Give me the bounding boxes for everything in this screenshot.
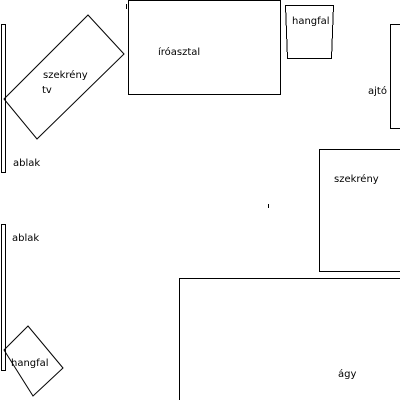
- wardrobe-right-outline: [319, 149, 400, 272]
- bed-label: ágy: [338, 368, 356, 380]
- window-bottom-outline: [1, 224, 6, 371]
- door-outline: [390, 24, 400, 129]
- door-label: ajtó: [368, 85, 387, 97]
- window-bottom-label: ablak: [12, 233, 39, 244]
- wardrobe-left-label: szekrény: [43, 69, 88, 81]
- speaker-top-outline: [284, 5, 335, 59]
- speaker-bottom-outline: [3, 325, 64, 397]
- speaker-top-label: hangfal: [292, 16, 330, 27]
- desk-outline: [128, 0, 281, 95]
- bed-outline: [179, 278, 400, 400]
- wardrobe-left-outline: [3, 14, 125, 140]
- speaker-bottom-label: hangfal: [11, 358, 49, 369]
- window-top-label: ablak: [13, 158, 40, 169]
- wardrobe-right-label: szekrény: [334, 173, 379, 185]
- window-top-outline: [1, 24, 6, 173]
- tv-label: tv: [42, 85, 52, 96]
- desk-label: íróasztal: [158, 46, 200, 58]
